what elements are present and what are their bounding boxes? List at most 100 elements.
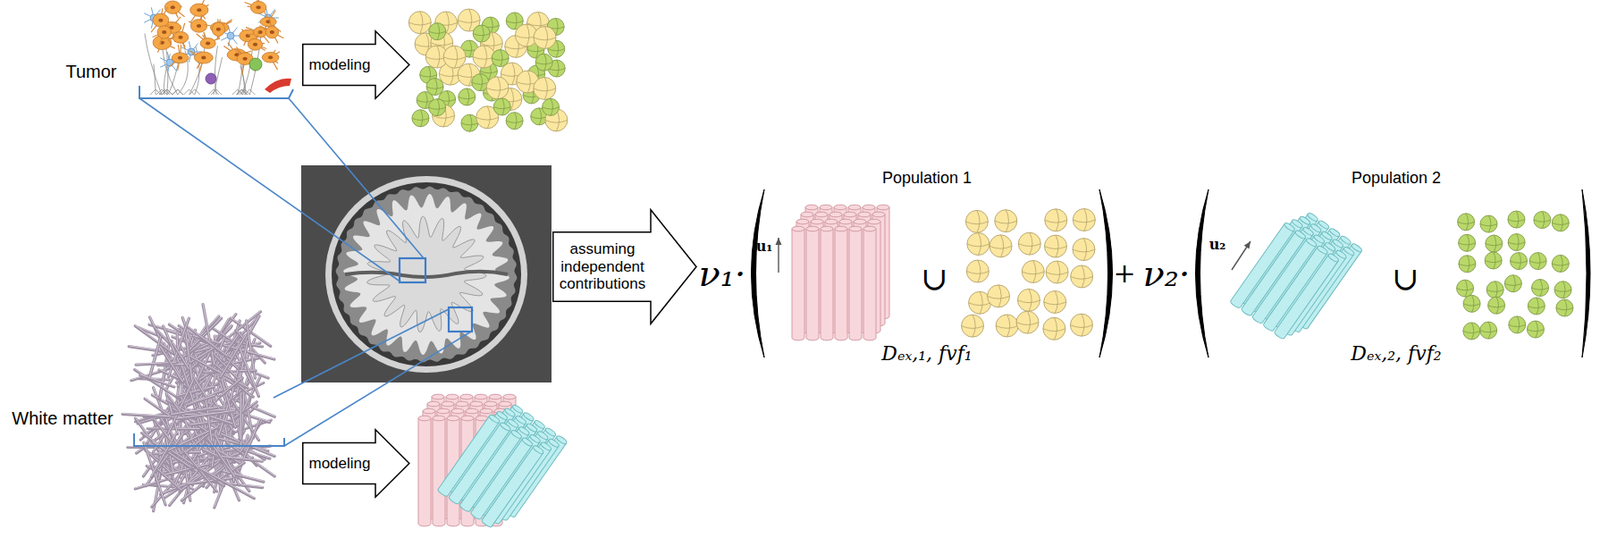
sphere-equator	[1527, 305, 1545, 308]
tumor-cell	[265, 25, 279, 38]
cell-sphere	[443, 45, 466, 68]
union-symbol: ∪	[1391, 259, 1419, 298]
cell-sphere	[1527, 297, 1545, 315]
axon-branch	[161, 89, 168, 95]
cell-sphere	[533, 76, 556, 100]
sphere-meridian	[527, 70, 531, 93]
fiber-top	[867, 218, 881, 225]
sphere-equator	[995, 325, 1019, 329]
fiber-top	[849, 226, 862, 232]
sphere-equator	[961, 326, 985, 329]
tumor-cell	[190, 19, 207, 34]
arrow-label: modeling	[308, 56, 371, 75]
cell-sphere	[1016, 311, 1039, 334]
sphere-meridian	[977, 233, 981, 256]
fiber-highlight	[140, 374, 175, 387]
cell-sphere	[1043, 317, 1066, 340]
cell-sphere	[1532, 279, 1550, 297]
fiber-highlight	[176, 386, 214, 396]
fiber-stroke	[239, 395, 243, 440]
sphere-equator	[461, 123, 479, 126]
sphere-equator	[472, 33, 490, 36]
cell-sphere	[1458, 255, 1476, 273]
sphere-meridian	[1516, 234, 1519, 252]
cell-nucleus	[242, 57, 247, 61]
block-arrow: modeling	[302, 429, 411, 498]
fiber-highlight	[220, 335, 246, 377]
sphere-equator	[1480, 330, 1498, 333]
sphere-meridian	[1471, 322, 1474, 340]
sphere-equator	[1504, 283, 1522, 286]
cell-sphere	[1018, 232, 1041, 255]
sphere-equator	[457, 20, 480, 24]
sphere-meridian	[1005, 210, 1009, 233]
sphere-equator	[1457, 221, 1475, 224]
white-matter-illustration	[122, 303, 285, 512]
brain-mri	[301, 165, 552, 383]
axon-branch	[167, 89, 173, 95]
sphere-meridian	[1536, 297, 1539, 315]
fiber-top	[461, 415, 474, 422]
tumor-cell	[190, 3, 209, 17]
axon-branch	[150, 89, 156, 95]
fiber-cylinder	[791, 228, 805, 341]
weight-symbol: ν₁·	[698, 252, 746, 295]
sphere-meridian	[483, 45, 487, 68]
tumor-cell	[171, 52, 189, 64]
fiber-top	[1294, 229, 1307, 241]
fiber-highlight	[222, 471, 263, 482]
sphere-equator	[1486, 289, 1504, 292]
fiber-stroke	[187, 395, 215, 405]
arrow-shape	[303, 429, 410, 498]
fiber-top	[862, 204, 876, 211]
sphere-meridian	[1518, 252, 1521, 270]
cell-sphere	[426, 78, 444, 96]
sphere-meridian	[1466, 234, 1469, 252]
sphere-equator	[1510, 261, 1528, 263]
sphere-meridian	[437, 45, 440, 68]
fiber-stroke	[154, 420, 174, 445]
sphere-meridian	[1081, 265, 1085, 288]
sphere-equator	[505, 20, 523, 23]
sphere-equator	[429, 31, 447, 34]
sphere-equator	[1529, 261, 1547, 263]
cell-sphere	[542, 98, 560, 116]
fiber-highlight	[187, 395, 215, 405]
cell-nucleus	[216, 27, 221, 32]
fiber-top	[531, 444, 545, 455]
fiber-top	[805, 204, 818, 211]
sphere-meridian	[1054, 290, 1058, 313]
sphere-equator	[412, 117, 430, 120]
sphere-equator	[1533, 219, 1551, 222]
fiber-top	[872, 211, 885, 218]
block-arrow: modeling	[302, 30, 411, 100]
sphere-meridian	[538, 108, 541, 126]
sphere-equator	[994, 220, 1018, 224]
fiber-highlight	[240, 390, 245, 455]
sphere-equator	[547, 49, 565, 51]
axon-branch	[236, 89, 243, 95]
axon-line	[167, 62, 178, 95]
axon-branch	[172, 89, 178, 95]
cell-sphere	[533, 25, 556, 49]
fiber-stroke	[168, 318, 190, 378]
fiber-highlight	[149, 339, 160, 379]
fiber-stroke	[222, 471, 263, 482]
sphere-equator	[429, 107, 447, 110]
fiber-top	[460, 394, 473, 400]
sphere-meridian	[469, 8, 472, 32]
fiber-top	[499, 421, 513, 433]
fiber-top	[441, 401, 455, 407]
cell-sphere	[1045, 261, 1069, 284]
fiber-top	[431, 394, 445, 400]
axon-branch	[177, 89, 184, 95]
fiber-top	[833, 204, 847, 211]
arrow-head	[1244, 241, 1251, 250]
tumor-illustration	[139, 0, 294, 99]
sphere-equator	[1526, 329, 1544, 332]
fiber-cylinder	[1273, 254, 1339, 341]
fiber-top	[863, 226, 876, 232]
tumor-cell	[157, 25, 171, 39]
weight-symbol: ν₂·	[1142, 252, 1190, 295]
sphere-meridian	[425, 92, 428, 110]
